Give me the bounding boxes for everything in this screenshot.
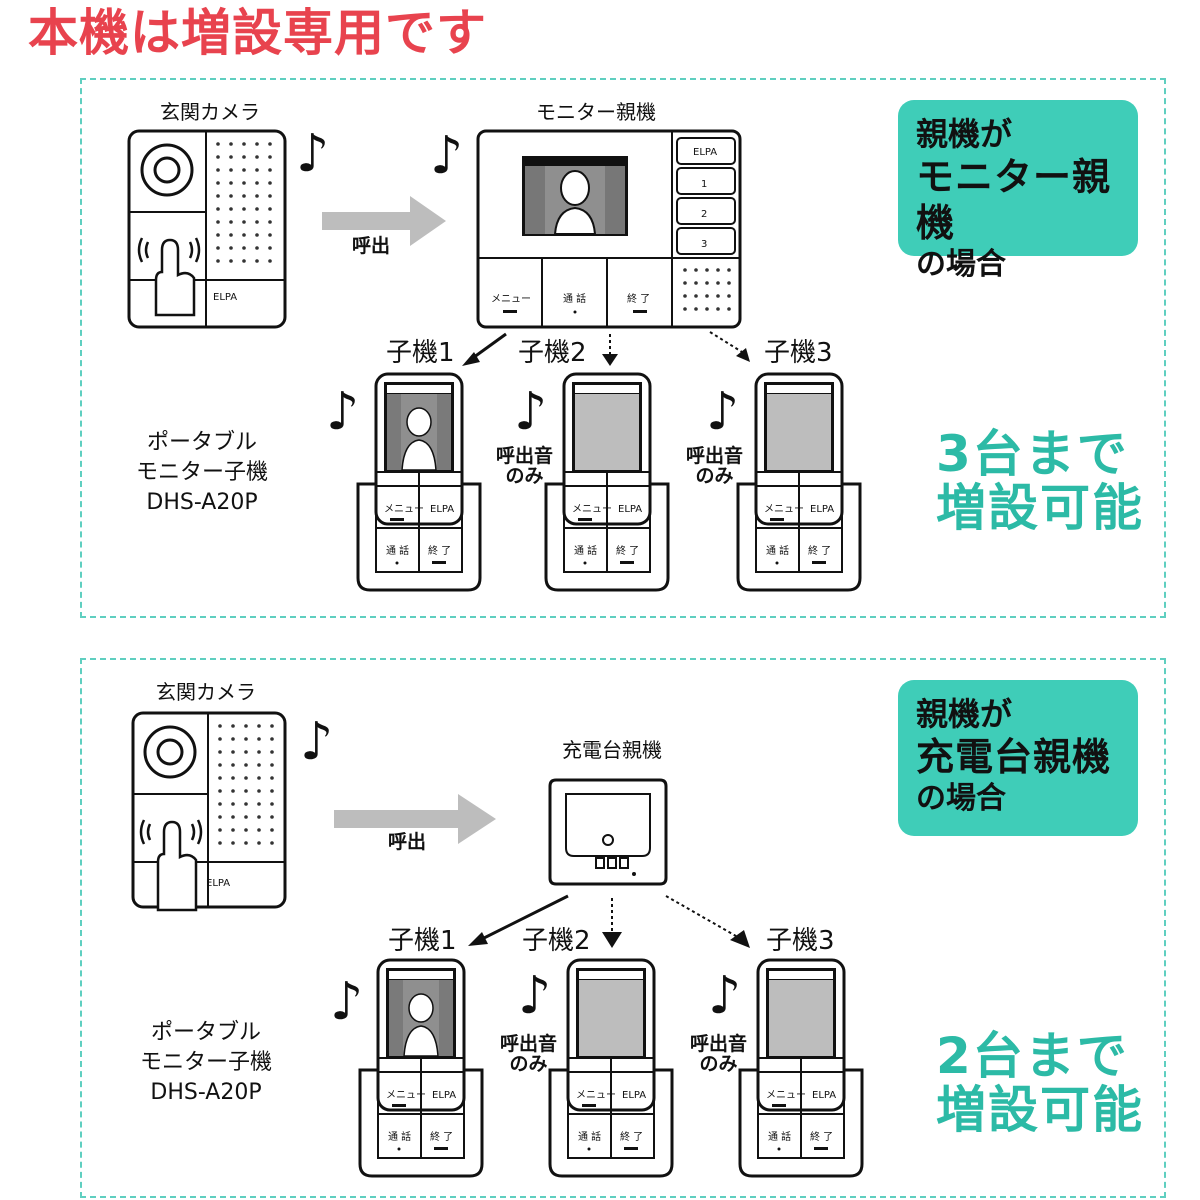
- svg-text:通 話: 通 話: [768, 1130, 791, 1143]
- call-label: 呼出: [352, 235, 391, 257]
- child-label-1: 子機1: [386, 338, 455, 368]
- music-note-icon: ♪: [430, 126, 464, 186]
- svg-text:メニュー: メニュー: [491, 294, 531, 305]
- svg-text:終 了: 終 了: [428, 544, 451, 557]
- music-note-icon: ♪: [706, 382, 740, 442]
- arrow-right-icon: [322, 196, 446, 246]
- child-label-3: 子機3: [766, 926, 835, 956]
- hand-press-icon: [137, 237, 201, 317]
- base-label: モニター親機: [536, 100, 656, 124]
- svg-text:ELPA: ELPA: [622, 1090, 646, 1101]
- child-label-2: 子機2: [518, 338, 587, 368]
- badge-charger-base: 親機が 充電台親機 の場合: [898, 680, 1138, 836]
- svg-text:ELPA: ELPA: [812, 1090, 836, 1101]
- badge-line1: 親機が: [916, 115, 1013, 153]
- svg-text:ELPA: ELPA: [810, 504, 834, 515]
- capacity-line2: 増設可能: [936, 479, 1144, 537]
- svg-text:終 了: 終 了: [810, 1130, 833, 1143]
- person-icon: [553, 170, 597, 235]
- svg-text:通 話: 通 話: [578, 1130, 601, 1143]
- person-icon: [401, 407, 437, 471]
- capacity-line1: 3台まで: [936, 425, 1129, 483]
- svg-text:メニュー: メニュー: [386, 1090, 426, 1101]
- svg-text:通 話: 通 話: [388, 1130, 411, 1143]
- ring-only-label: 呼出音 のみ: [686, 445, 744, 487]
- svg-text:メニュー: メニュー: [384, 504, 424, 515]
- portable-model-label: ポータブル モニター子機 DHS-A20P: [139, 1020, 272, 1105]
- badge-line2: 充電台親機: [916, 735, 1112, 779]
- badge-line2: モニター親機: [916, 155, 1112, 245]
- svg-text:終 了: 終 了: [620, 1130, 643, 1143]
- distribution-arrows: [468, 894, 750, 948]
- music-note-icon: ♪: [514, 382, 548, 442]
- svg-text:通 話: 通 話: [563, 292, 586, 305]
- svg-text:終 了: 終 了: [808, 544, 831, 557]
- door-camera: ELPA: [127, 129, 287, 329]
- panel-charger-base: [80, 658, 1166, 1198]
- call-label: 呼出: [388, 831, 427, 853]
- svg-text:メニュー: メニュー: [576, 1090, 616, 1101]
- badge-line1: 親機が: [916, 695, 1013, 733]
- handset-device: メニュー ELPA 通 話 終 了: [548, 958, 674, 1178]
- brand-key: ELPA: [693, 147, 717, 158]
- capacity-line1: 2台まで: [936, 1027, 1129, 1085]
- svg-text:終 了: 終 了: [627, 292, 650, 305]
- svg-text:1: 1: [701, 179, 707, 190]
- ring-only-label: 呼出音 のみ: [500, 1033, 558, 1075]
- door-camera: ELPA: [131, 711, 287, 912]
- svg-text:終 了: 終 了: [430, 1130, 453, 1143]
- svg-text:通 話: 通 話: [386, 544, 409, 557]
- badge-monitor-base: 親機が モニター親機 の場合: [898, 100, 1138, 282]
- ring-only-label: 呼出音 のみ: [690, 1033, 748, 1075]
- badge-line3: の場合: [916, 781, 1006, 816]
- svg-text:メニュー: メニュー: [766, 1090, 806, 1101]
- hand-press-icon: [139, 819, 203, 912]
- svg-text:ELPA: ELPA: [213, 292, 237, 303]
- arrow-right-icon: [334, 794, 496, 844]
- distribution-arrows: [462, 331, 750, 366]
- ring-only-label: 呼出音 のみ: [496, 445, 554, 487]
- music-note-icon: ♪: [518, 966, 552, 1026]
- handset-device: メニュー ELPA 通 話 終 了: [738, 958, 864, 1178]
- capacity-line2: 増設可能: [936, 1081, 1144, 1139]
- svg-text:ELPA: ELPA: [432, 1090, 456, 1101]
- person-icon: [403, 993, 439, 1057]
- handset-device: メニュー ELPA 通 話 終 了: [736, 372, 862, 592]
- svg-text:ELPA: ELPA: [430, 504, 454, 515]
- svg-text:終 了: 終 了: [616, 544, 639, 557]
- child-label-3: 子機3: [764, 338, 833, 368]
- child-label-1: 子機1: [388, 926, 457, 956]
- panel-monitor-base: [80, 78, 1166, 618]
- svg-text:メニュー: メニュー: [764, 504, 804, 515]
- handset-device: メニュー ELPA 通 話 終 了: [356, 372, 482, 592]
- svg-text:通 話: 通 話: [574, 544, 597, 557]
- handset-device: メニュー ELPA 通 話 終 了: [544, 372, 670, 592]
- badge-line3: の場合: [916, 247, 1006, 282]
- charger-base-unit: [548, 778, 668, 886]
- svg-text:メニュー: メニュー: [572, 504, 612, 515]
- camera-label: 玄関カメラ: [160, 100, 260, 124]
- music-note-icon: ♪: [300, 712, 334, 772]
- svg-text:通 話: 通 話: [766, 544, 789, 557]
- music-note-icon: ♪: [296, 124, 330, 184]
- music-note-icon: ♪: [708, 966, 742, 1026]
- base-label: 充電台親機: [562, 738, 662, 762]
- svg-text:ELPA: ELPA: [618, 504, 642, 515]
- svg-text:ELPA: ELPA: [206, 878, 230, 889]
- camera-label: 玄関カメラ: [156, 680, 256, 704]
- svg-text:3: 3: [701, 239, 707, 250]
- monitor-base-unit: ELPA 1 2 3 メニュー 通 話 終 了: [476, 129, 742, 329]
- child-label-2: 子機2: [522, 926, 591, 956]
- music-note-icon: ♪: [326, 382, 360, 442]
- handset-device: メニュー ELPA 通 話 終 了: [358, 958, 484, 1178]
- music-note-icon: ♪: [330, 972, 364, 1032]
- portable-model-label: ポータブル モニター子機 DHS-A20P: [135, 430, 268, 515]
- svg-text:2: 2: [701, 209, 707, 220]
- page-title: 本機は増設専用です: [28, 4, 487, 62]
